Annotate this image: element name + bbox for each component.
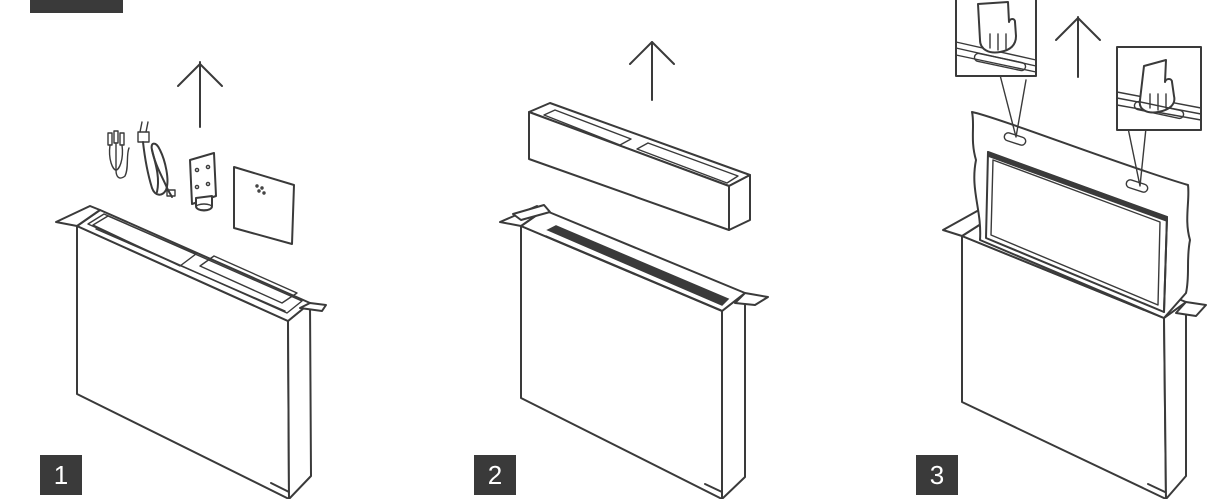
tv-box xyxy=(499,204,769,499)
hand-grip-detail-right xyxy=(1116,46,1202,131)
tv-box xyxy=(55,205,327,499)
hand-grip-icon xyxy=(973,1,1027,72)
header-tab xyxy=(30,0,123,13)
step-3-badge: 3 xyxy=(916,455,958,495)
up-arrow-icon xyxy=(1055,16,1101,78)
remote-panel-icon xyxy=(233,166,295,245)
step-3-illustration xyxy=(942,0,1207,499)
stand-bracket-icon xyxy=(189,152,217,212)
av-cable-icon xyxy=(107,130,130,179)
up-arrow-icon xyxy=(629,41,675,101)
power-cord-icon xyxy=(137,121,176,198)
step-1-illustration xyxy=(55,61,327,499)
callout-lines xyxy=(999,74,1147,187)
hand-grip-detail-left xyxy=(955,0,1037,77)
step-1-badge: 1 xyxy=(40,455,82,495)
step-2-badge: 2 xyxy=(474,455,516,495)
up-arrow-icon xyxy=(177,61,223,128)
lifted-packing-tray xyxy=(528,102,751,231)
step-2-illustration xyxy=(499,41,769,499)
hand-grip-icon xyxy=(1133,59,1185,120)
tv-set xyxy=(985,150,1168,313)
